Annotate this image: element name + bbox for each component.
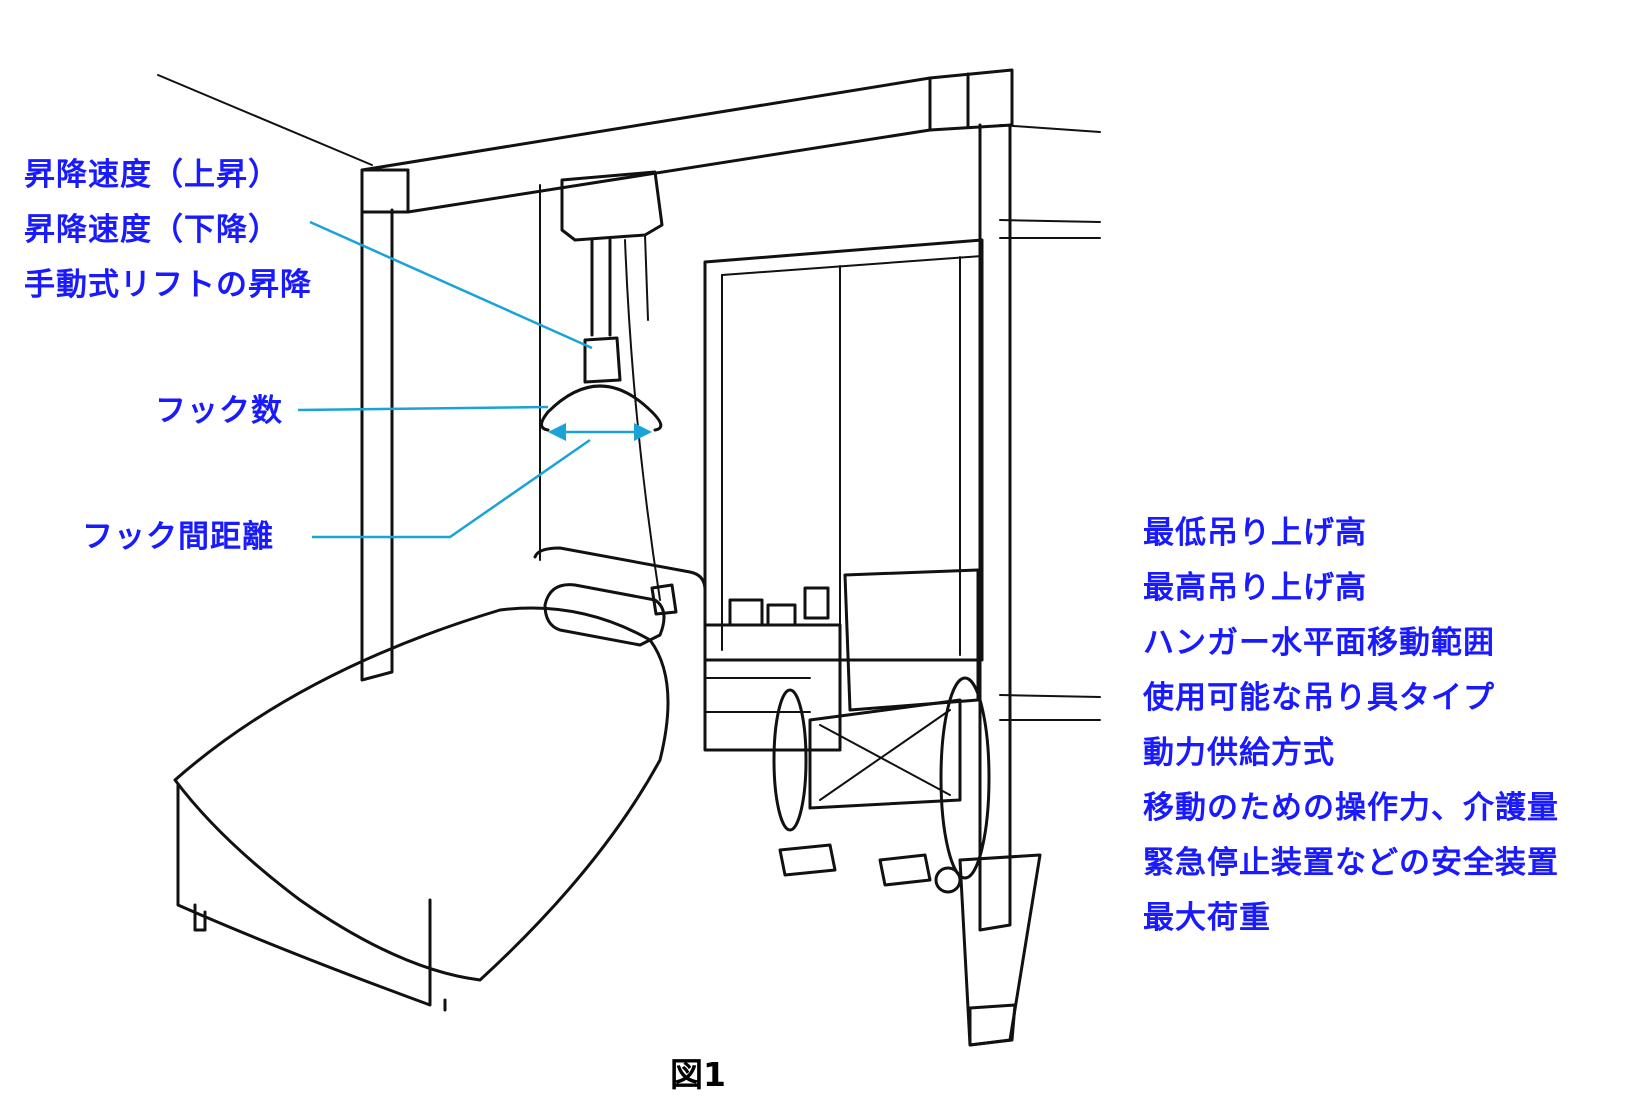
hanger-connector xyxy=(583,336,622,384)
closet-frame xyxy=(703,238,984,662)
label-min-lift-height: 最低吊り上げ高 xyxy=(1143,515,1367,551)
nightstand-box-2 xyxy=(766,603,797,627)
lift-left-post xyxy=(360,208,394,682)
bed-base xyxy=(176,783,432,1007)
wheelchair-seat xyxy=(808,698,962,810)
hanger-hook-left xyxy=(540,410,550,432)
label-speed-up: 昇降速度（上昇） xyxy=(24,157,280,193)
lift-right-foot xyxy=(958,853,1042,1047)
bed-pillow xyxy=(543,583,666,647)
nightstand-box-1 xyxy=(728,598,764,627)
figure-caption: 図1 xyxy=(670,1055,726,1094)
lift-right-post xyxy=(978,123,1012,932)
hanger-hook-right xyxy=(650,410,663,432)
lift-right-foot-pad xyxy=(968,1003,1017,1047)
label-hook-count: フック数 xyxy=(155,393,283,429)
wheelchair-footrest-2 xyxy=(878,853,932,887)
wheelchair-caster xyxy=(934,866,962,894)
label-hook-distance: フック間距離 xyxy=(82,519,274,555)
lift-top-beam-block xyxy=(928,72,970,132)
wheelchair-wheel-left xyxy=(772,688,808,832)
lift-top-beam-edge xyxy=(360,168,410,214)
hook-distance-arrowhead-right xyxy=(634,423,652,441)
label-operating-force: 移動のための操作力、介護量 xyxy=(1143,790,1559,826)
wall-rail-low-1 xyxy=(999,694,1101,698)
nightstand-photo xyxy=(803,586,830,620)
nightstand-drawer xyxy=(704,677,811,713)
nightstand xyxy=(703,623,842,752)
wall-rail-right-1 xyxy=(999,219,1101,223)
control-cord xyxy=(644,234,649,321)
hand-cord xyxy=(624,239,661,601)
lift-top-beam xyxy=(360,68,1014,214)
label-power-supply: 動力供給方式 xyxy=(1143,735,1335,771)
closet-frame-inner xyxy=(721,255,983,276)
label-manual-lift: 手動式リフトの昇降 xyxy=(24,267,312,303)
label-sling-type: 使用可能な吊り具タイプ xyxy=(1143,680,1495,716)
leader-hook-count xyxy=(297,405,549,412)
wheelchair-wheel xyxy=(939,676,991,880)
label-safety-device: 緊急停止装置などの安全装置 xyxy=(1143,845,1559,881)
motor-unit xyxy=(560,170,664,242)
label-max-load: 最大荷重 xyxy=(1143,900,1271,936)
leader-speed xyxy=(309,220,593,350)
label-max-lift-height: 最高吊り上げ高 xyxy=(1143,570,1367,606)
ceiling-line xyxy=(157,74,373,166)
label-speed-down: 昇降速度（下降） xyxy=(24,212,280,248)
hook-distance-arrowhead-left xyxy=(548,423,566,441)
bed-headboard xyxy=(533,546,707,722)
wall-line-right xyxy=(999,124,1101,133)
wheelchair-footrest-1 xyxy=(778,843,837,877)
leader-hook-distance xyxy=(312,438,591,539)
wheelchair-back xyxy=(843,568,980,712)
wheelchair-cross xyxy=(819,709,951,801)
lift-strap xyxy=(590,238,612,337)
bed-blanket xyxy=(173,606,670,982)
label-hanger-range: ハンガー水平面移動範囲 xyxy=(1143,625,1495,661)
hand-controller xyxy=(650,583,678,616)
hanger-bar xyxy=(546,384,654,414)
bed-leg-1 xyxy=(193,903,207,932)
